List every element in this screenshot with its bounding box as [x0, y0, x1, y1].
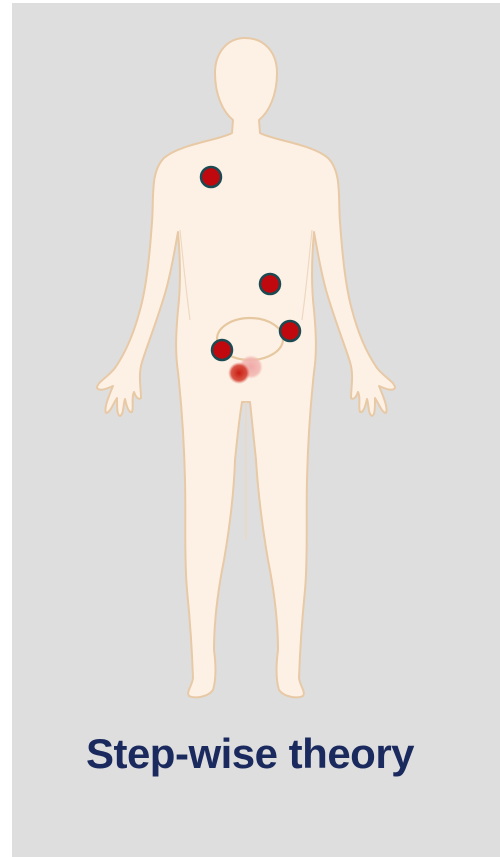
- metastasis-marker-left-pelvis: [212, 340, 232, 360]
- metastasis-marker-right-pelvis: [280, 321, 300, 341]
- primary-tumor-marker: [228, 362, 250, 384]
- metastasis-marker-abdomen: [260, 274, 280, 294]
- caption-title: Step-wise theory: [0, 730, 500, 778]
- metastasis-marker-shoulder: [201, 167, 221, 187]
